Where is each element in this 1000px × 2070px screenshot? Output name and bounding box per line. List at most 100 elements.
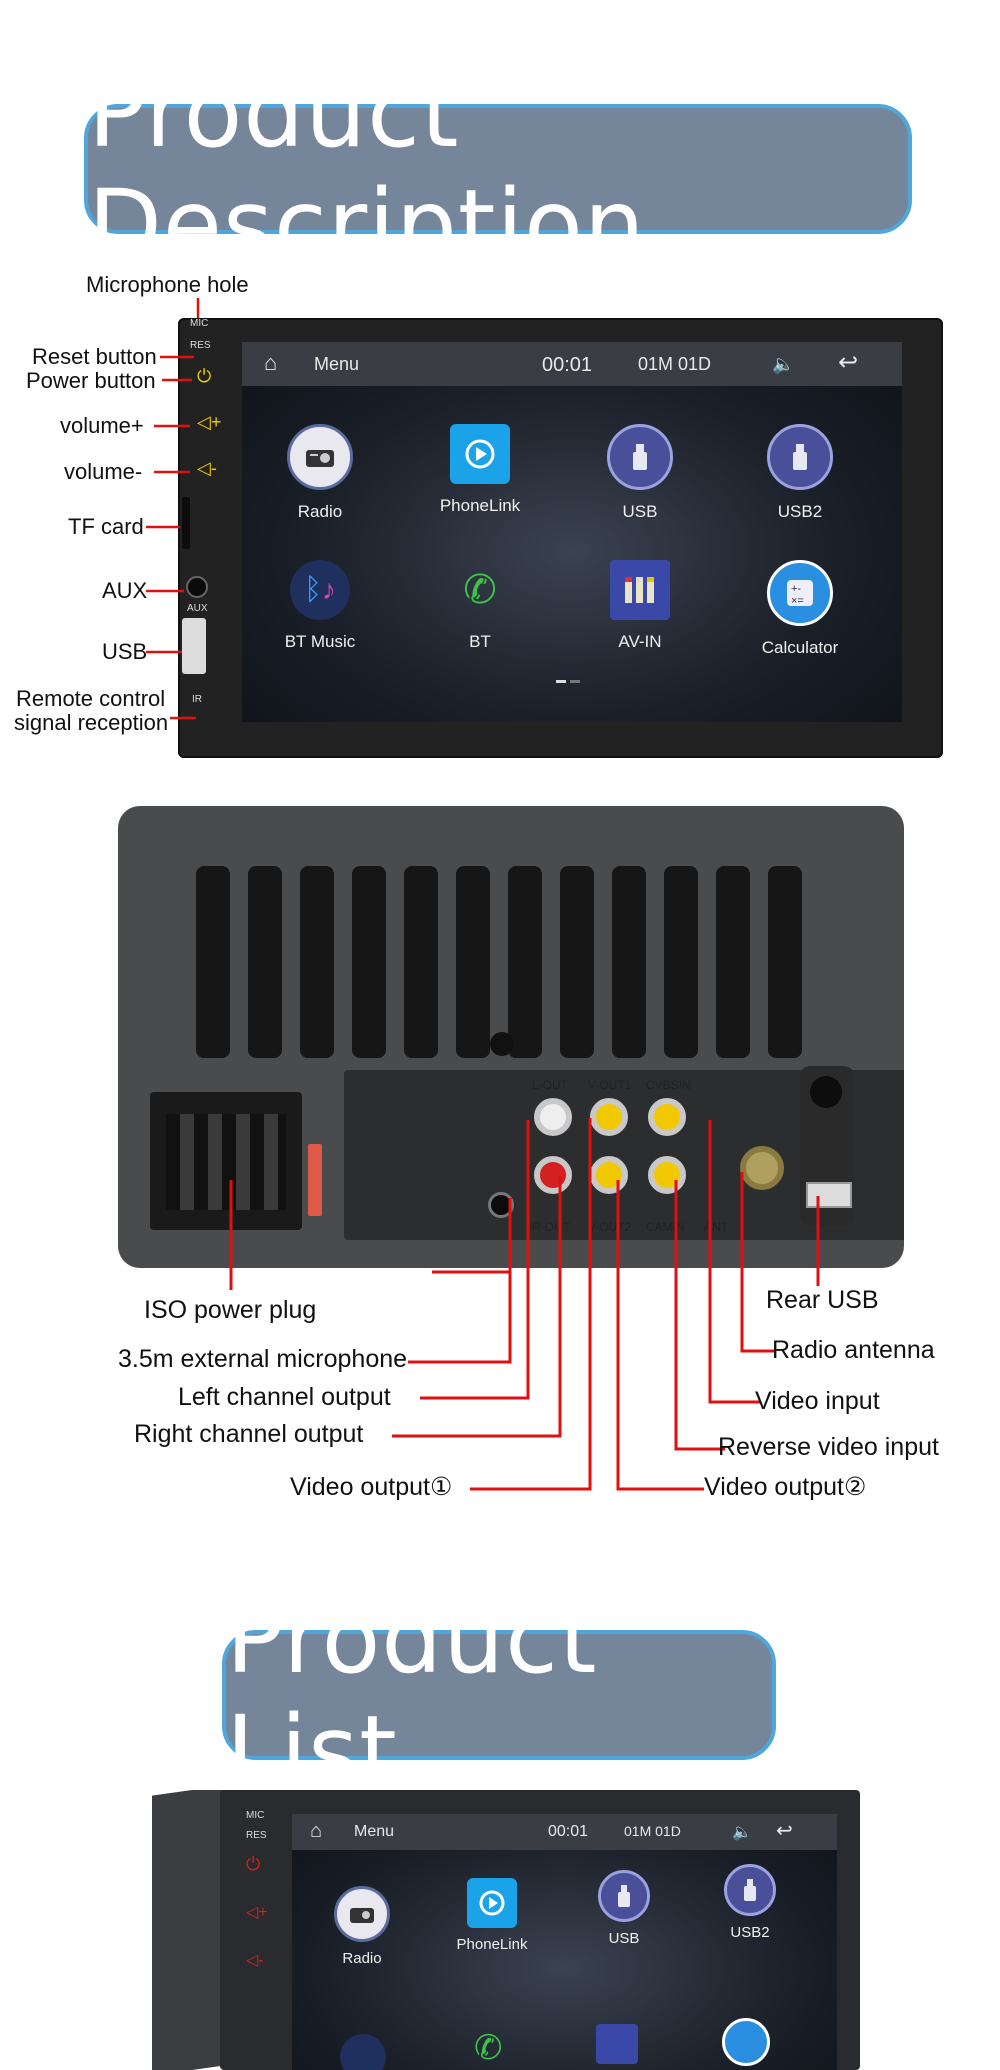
date: 01M 01D	[624, 1823, 681, 1839]
clock: 00:01	[548, 1823, 589, 1840]
app-phonelink[interactable]: PhoneLink	[442, 1878, 542, 1953]
bluetooth-music-icon	[340, 2034, 386, 2070]
page-indicator	[570, 680, 580, 683]
mark-v-out2: V-OUT2	[588, 1220, 632, 1234]
back-icon[interactable]: ↩	[776, 1820, 793, 1842]
app-usb2[interactable]: USB2	[740, 424, 860, 522]
ir-mark: IR	[192, 694, 202, 705]
label-rear-usb: Rear USB	[766, 1286, 879, 1314]
label-reset-button: Reset button	[32, 344, 157, 369]
product-description-banner: Product Description	[84, 57, 912, 281]
mic-jack	[488, 1192, 514, 1218]
rca-r-out	[534, 1156, 572, 1194]
label-signal-reception: signal reception	[14, 710, 169, 735]
av-in-icon	[596, 2024, 638, 2064]
mic-mark: MIC	[246, 1810, 265, 1821]
mark-v-out1: V-OUT1	[588, 1078, 632, 1092]
label-tf-card: TF card	[68, 514, 144, 539]
rca-cvbs-in	[648, 1098, 686, 1136]
label-iso-power-plug: ISO power plug	[144, 1296, 317, 1324]
mark-cvbsin: CVBSIN	[646, 1078, 691, 1092]
volume-up-icon: ◁+	[197, 412, 222, 432]
app-calculator[interactable]: +-×= Calculator	[740, 560, 860, 658]
volume-up-icon: ◁+	[246, 1904, 268, 1921]
app-bt-music[interactable]: ᛒ♪ BT Music	[260, 560, 380, 652]
status-bar: ⌂ Menu 00:01 01M 01D 🔈 ↩	[292, 1814, 837, 1850]
mark-camin: CAMIN	[646, 1220, 685, 1234]
label-aux: AUX	[102, 578, 148, 603]
volume-icon[interactable]: 🔈	[732, 1824, 752, 1841]
volume-down-icon: ◁-	[197, 458, 217, 478]
power-icon: ⏻	[246, 1854, 261, 1874]
usb-icon	[767, 424, 833, 490]
mic-mark: MIC	[190, 318, 209, 329]
touchscreen: ⌂ Menu 00:01 01M 01D 🔈 ↩ Radio PhoneLink…	[292, 1814, 837, 2070]
app-label: Radio	[297, 502, 343, 521]
menu-label[interactable]: Menu	[354, 1823, 395, 1840]
mark-l-out: L-OUT	[532, 1078, 568, 1092]
app-label: Radio	[342, 1950, 382, 1967]
usb-icon	[724, 1864, 776, 1916]
app-label: BT Music	[284, 632, 356, 651]
app-label: Calculator	[761, 638, 839, 657]
phonelink-icon	[467, 1878, 517, 1928]
usb-port	[182, 618, 206, 674]
home-icon[interactable]: ⌂	[310, 1820, 323, 1842]
label-external-microphone: 3.5m external microphone	[118, 1345, 408, 1373]
label-video-output-1: Video output①	[290, 1473, 453, 1501]
app-label: USB	[608, 1930, 640, 1947]
app-label: PhoneLink	[439, 496, 521, 515]
volume-icon[interactable]: 🔈	[772, 354, 795, 374]
app-radio[interactable]: Radio	[260, 424, 380, 522]
back-icon[interactable]: ↩	[838, 349, 859, 376]
label-volume-down: volume-	[64, 459, 143, 484]
usb-icon	[607, 424, 673, 490]
rca-cam-in	[648, 1156, 686, 1194]
label-left-channel: Left channel output	[178, 1383, 391, 1411]
date: 01M 01D	[638, 354, 712, 374]
calculator-icon	[722, 2018, 770, 2066]
rear-usb-housing	[800, 1066, 854, 1226]
label-usb: USB	[102, 639, 148, 664]
rca-v-out1	[590, 1098, 628, 1136]
app-usb[interactable]: USB	[580, 424, 700, 522]
tf-card-slot	[182, 497, 190, 549]
product-list-banner: Product List	[222, 1583, 776, 1807]
label-right-channel: Right channel output	[134, 1420, 364, 1448]
head-unit-rear: L-OUT V-OUT1 CVBSIN R-OUT V-OUT2 CAMIN A…	[118, 806, 904, 1268]
app-phonelink[interactable]: PhoneLink	[420, 424, 540, 516]
label-remote-control: Remote control	[16, 686, 166, 711]
app-label: USB2	[777, 502, 823, 521]
volume-down-icon: ◁-	[246, 1952, 264, 1969]
calculator-icon: +-×=	[767, 560, 833, 626]
screw-hole	[490, 1032, 514, 1056]
app-radio[interactable]: Radio	[312, 1886, 412, 1967]
app-label: USB2	[730, 1924, 770, 1941]
power-icon: ⏻	[197, 366, 212, 386]
rca-v-out2	[590, 1156, 628, 1194]
fuse	[308, 1144, 322, 1216]
status-bar: ⌂ Menu 00:01 01M 01D 🔈 ↩	[242, 342, 902, 386]
product-list-photo: MIC RES ⏻ ◁+ ◁- ⌂ Menu 00:01 01M 01D 🔈 ↩…	[0, 1790, 1000, 2070]
app-label: BT	[469, 632, 491, 651]
iso-connector	[150, 1092, 302, 1230]
res-mark: RES	[190, 340, 211, 351]
app-label: PhoneLink	[456, 1936, 528, 1953]
bluetooth-music-icon: ᛒ♪	[290, 560, 350, 620]
app-usb[interactable]: USB	[574, 1870, 674, 1947]
label-reverse-video-input: Reverse video input	[718, 1433, 939, 1461]
app-usb2[interactable]: USB2	[700, 1864, 800, 1941]
home-icon[interactable]: ⌂	[264, 350, 278, 375]
mark-ant: ANT	[704, 1220, 728, 1234]
res-mark: RES	[246, 1830, 267, 1841]
app-av-in[interactable]: AV-IN	[580, 560, 700, 652]
clock: 00:01	[542, 354, 593, 376]
menu-label[interactable]: Menu	[314, 354, 360, 374]
mark-r-out: R-OUT	[532, 1220, 570, 1234]
av-in-icon	[610, 560, 670, 620]
phone-icon: ✆	[463, 568, 497, 612]
page-indicator-active	[556, 680, 566, 683]
app-label: USB	[622, 502, 658, 521]
phonelink-icon	[450, 424, 510, 484]
app-bt[interactable]: ✆ BT	[420, 560, 540, 652]
